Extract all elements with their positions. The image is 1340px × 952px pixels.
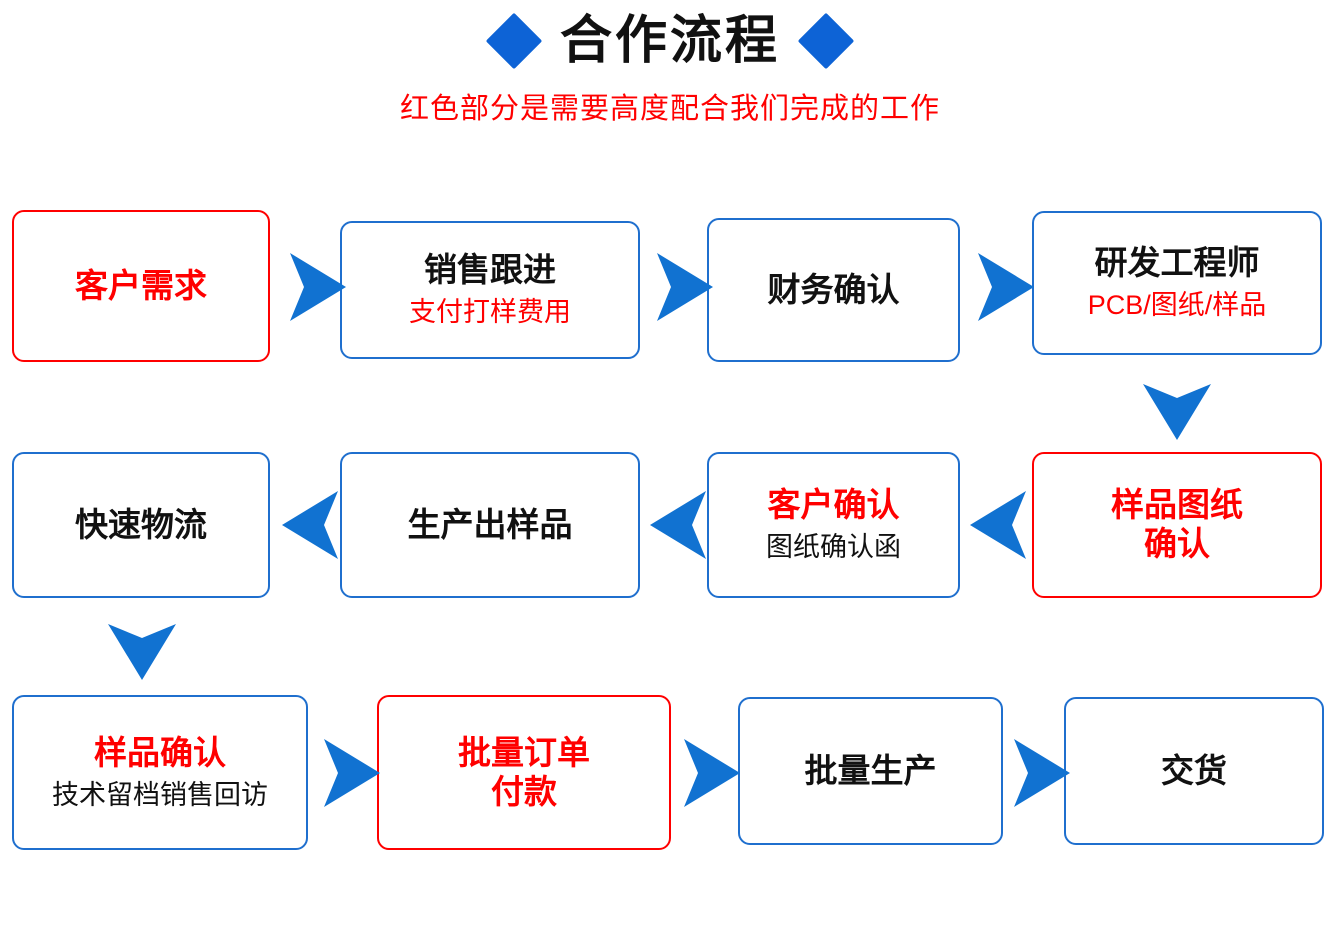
flow-box-title: 样品确认 <box>94 733 226 771</box>
flow-box-r1c4[interactable]: 研发工程师 PCB/图纸/样品 <box>1032 211 1322 355</box>
arrow-right-r3-1 <box>318 735 382 811</box>
flow-box-title: 销售跟进 <box>424 251 556 289</box>
flow-box-r3c2[interactable]: 批量订单 付款 <box>377 695 671 850</box>
flow-box-r2c4[interactable]: 样品图纸 确认 <box>1032 452 1322 598</box>
arrow-left-r2-1 <box>280 487 344 563</box>
page-title: 合作流程 <box>559 12 780 70</box>
flow-box-title: 样品图纸 确认 <box>1111 486 1243 562</box>
flow-box-r3c3[interactable]: 批量生产 <box>738 697 1003 845</box>
flow-box-r2c2[interactable]: 生产出样品 <box>340 452 640 598</box>
page-subtitle: 红色部分是需要高度配合我们完成的工作 <box>399 92 940 125</box>
flow-box-r2c1[interactable]: 快速物流 <box>12 452 270 598</box>
flow-box-title: 客户确认 <box>767 486 900 524</box>
flow-box-title: 快速物流 <box>75 505 207 543</box>
flow-box-title: 交货 <box>1161 751 1227 789</box>
diamond-icon-right <box>797 13 855 70</box>
arrow-down-row1-to-row2 <box>1139 378 1215 442</box>
flow-box-title: 研发工程师 <box>1094 244 1260 282</box>
flow-box-subtitle: 支付打样费用 <box>409 297 571 328</box>
flow-box-r1c3[interactable]: 财务确认 <box>707 218 960 362</box>
title-row: 合作流程 <box>0 0 1340 70</box>
arrow-right-r1-3 <box>972 249 1036 325</box>
flow-box-r3c4[interactable]: 交货 <box>1064 697 1324 845</box>
flow-box-title: 批量生产 <box>804 751 937 789</box>
flow-box-subtitle: 技术留档销售回访 <box>52 779 268 810</box>
flow-box-subtitle: PCB/图纸/样品 <box>1087 290 1267 321</box>
arrow-right-r3-2 <box>678 735 742 811</box>
diamond-icon-left <box>485 13 543 70</box>
arrow-right-r3-3 <box>1008 735 1072 811</box>
flow-box-title: 批量订单 付款 <box>458 733 590 810</box>
flow-box-subtitle: 图纸确认函 <box>766 532 901 563</box>
flow-box-r3c1[interactable]: 样品确认 技术留档销售回访 <box>12 695 308 850</box>
arrow-left-r2-2 <box>648 487 712 563</box>
flow-box-title: 客户需求 <box>75 266 207 304</box>
flow-box-r1c1[interactable]: 客户需求 <box>12 210 270 362</box>
flow-box-r1c2[interactable]: 销售跟进 支付打样费用 <box>340 221 640 359</box>
flow-box-title: 生产出样品 <box>407 505 573 543</box>
arrow-left-r2-3 <box>968 487 1032 563</box>
flow-box-r2c3[interactable]: 客户确认 图纸确认函 <box>707 452 960 598</box>
arrow-right-r1-1 <box>284 249 348 325</box>
page-header: 合作流程 红色部分是需要高度配合我们完成的工作 <box>0 0 1340 127</box>
arrow-down-row2-to-row3 <box>104 618 180 682</box>
arrow-right-r1-2 <box>651 249 715 325</box>
flow-box-title: 财务确认 <box>767 270 900 308</box>
